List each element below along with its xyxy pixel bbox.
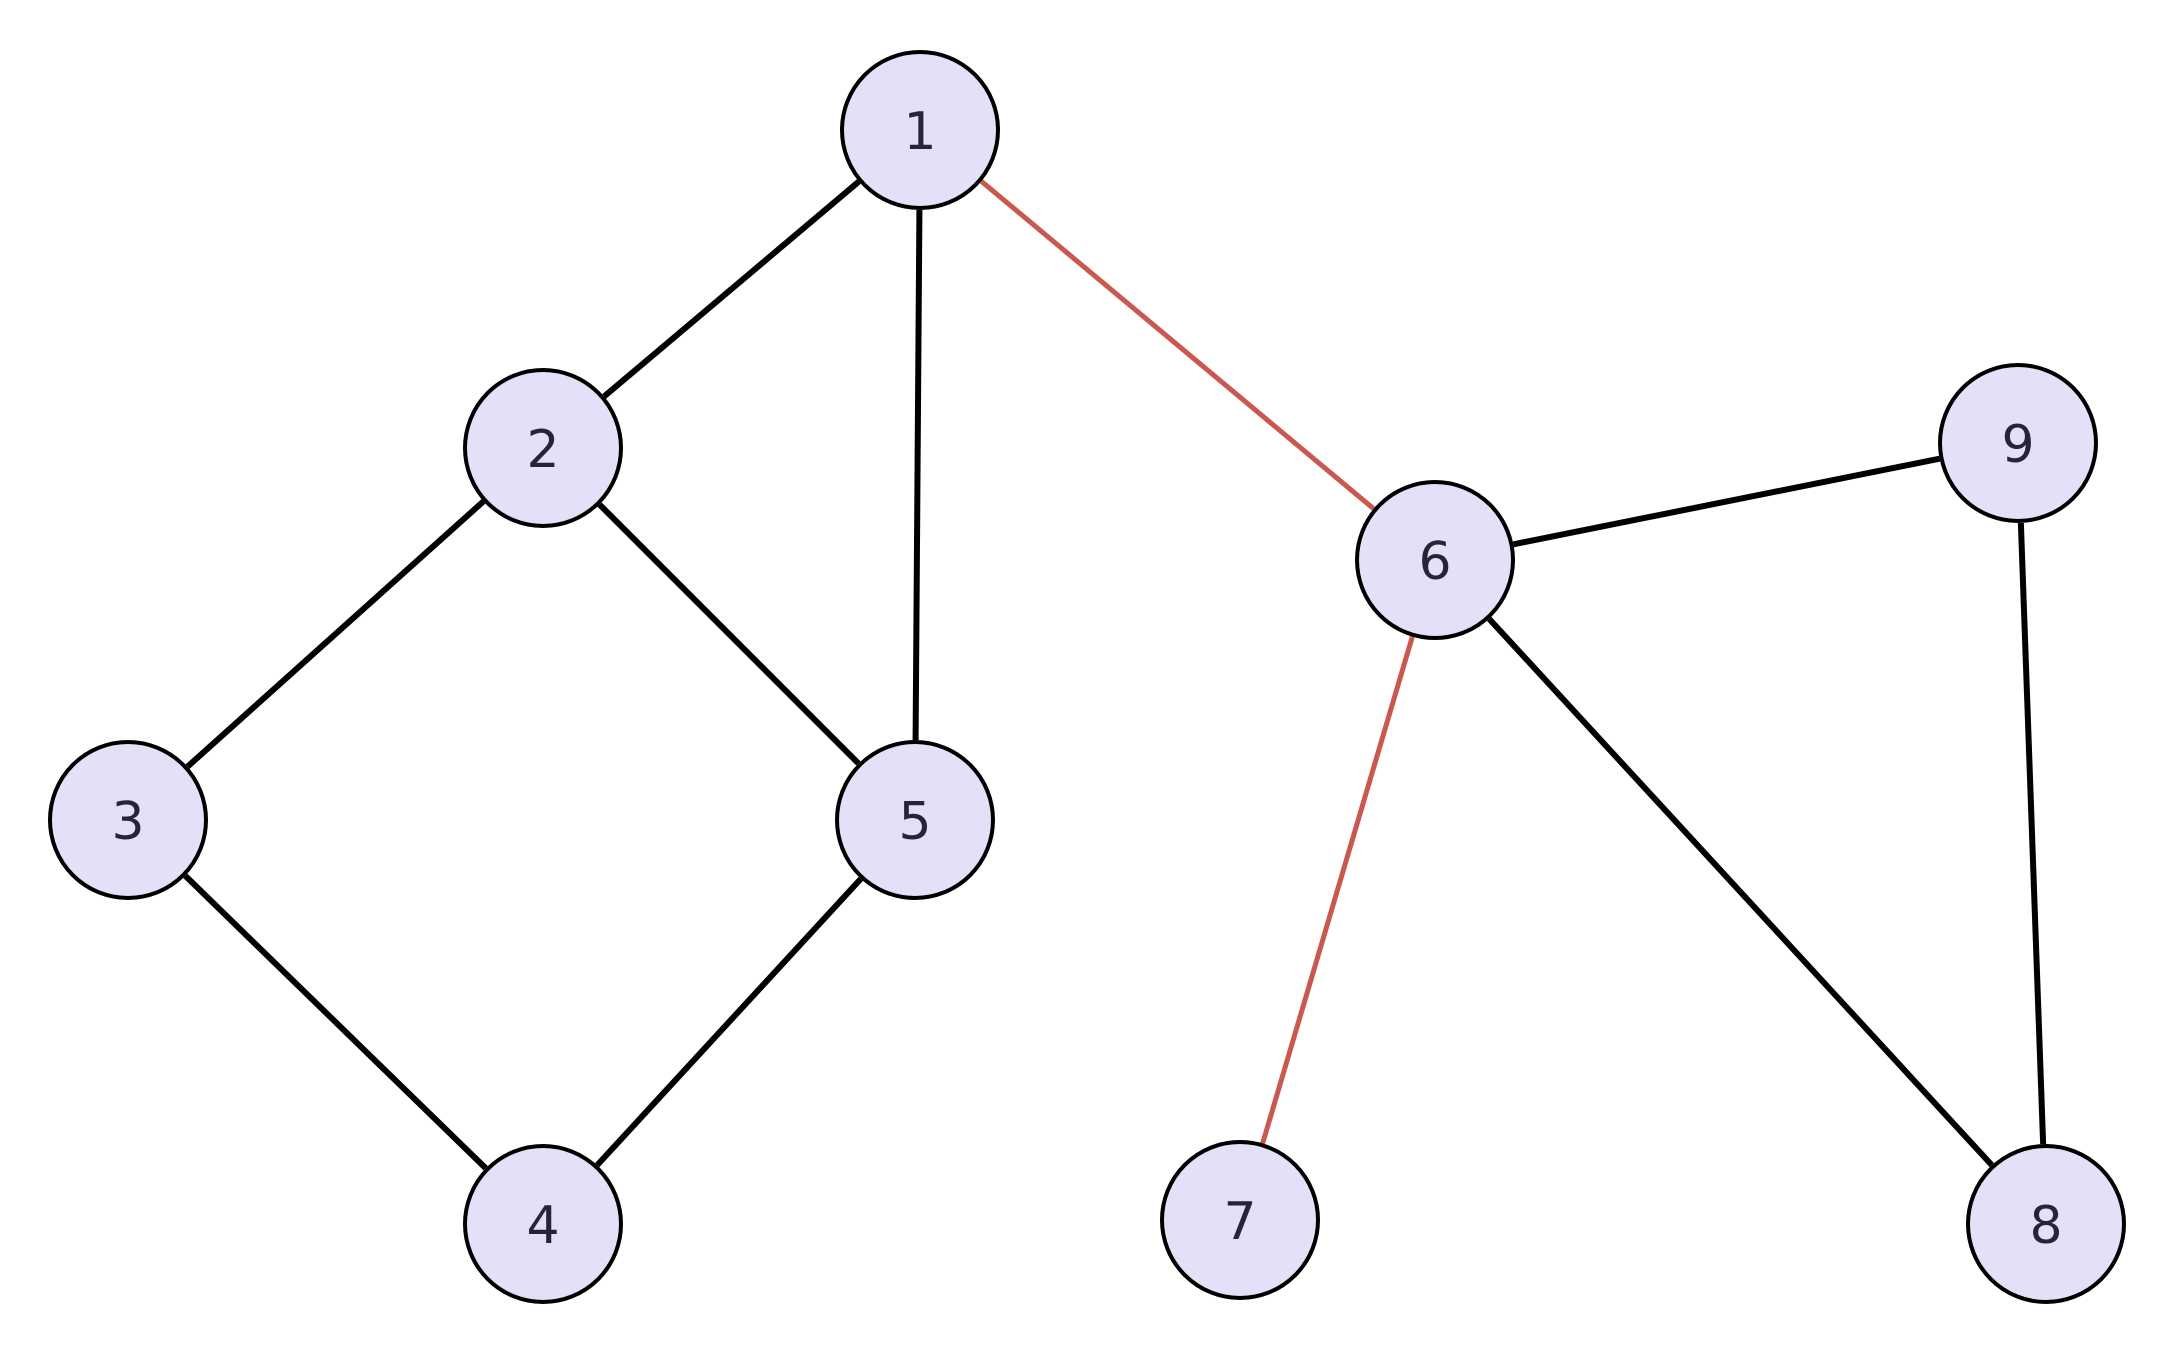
graph-node-circle-8[interactable] xyxy=(1966,1144,2126,1304)
graph-edge-1-5[interactable] xyxy=(912,209,923,741)
graph-node-circle-5[interactable] xyxy=(835,740,995,900)
graph-edge-6-9[interactable] xyxy=(1512,455,1941,548)
graph-edge-2-3[interactable] xyxy=(185,499,486,769)
graph-node-1[interactable]: 1 xyxy=(840,50,1000,210)
edge-layer xyxy=(183,179,2047,1171)
graph-node-label-7: 7 xyxy=(1223,1192,1256,1252)
graph-node-circle-6[interactable] xyxy=(1355,480,1515,640)
graph-node-circle-3[interactable] xyxy=(48,740,208,900)
node-layer: 1 2 3 4 5 6 7 8 9 xyxy=(48,50,2126,1304)
graph-node-circle-7[interactable] xyxy=(1160,1140,1320,1300)
graph-node-label-5: 5 xyxy=(898,792,931,852)
graph-node-circle-2[interactable] xyxy=(463,368,623,528)
graph-node-label-6: 6 xyxy=(1418,532,1451,592)
graph-edge-4-5[interactable] xyxy=(594,876,864,1168)
graph-node-6[interactable]: 6 xyxy=(1355,480,1515,640)
graph-node-circle-4[interactable] xyxy=(463,1144,623,1304)
graph-node-2[interactable]: 2 xyxy=(463,368,623,528)
graph-edge-6-8[interactable] xyxy=(1486,616,1995,1168)
graph-node-8[interactable]: 8 xyxy=(1966,1144,2126,1304)
graph-node-circle-9[interactable] xyxy=(1938,363,2098,523)
graph-edge-1-2[interactable] xyxy=(602,179,861,399)
graph-node-5[interactable]: 5 xyxy=(835,740,995,900)
graph-edge-1-6[interactable] xyxy=(979,179,1376,511)
graph-edge-6-7[interactable] xyxy=(1260,636,1415,1144)
graph-node-9[interactable]: 9 xyxy=(1938,363,2098,523)
graph-node-label-3: 3 xyxy=(111,792,144,852)
graph-node-label-1: 1 xyxy=(903,102,936,162)
graph-edge-2-5[interactable] xyxy=(597,502,861,766)
graph-node-label-4: 4 xyxy=(526,1196,559,1256)
graph-edge-9-8[interactable] xyxy=(2017,522,2047,1145)
graph-node-7[interactable]: 7 xyxy=(1160,1140,1320,1300)
graph-node-label-2: 2 xyxy=(526,420,559,480)
graph-node-3[interactable]: 3 xyxy=(48,740,208,900)
graph-node-circle-1[interactable] xyxy=(840,50,1000,210)
graph-node-label-8: 8 xyxy=(2029,1196,2062,1256)
graph-node-label-9: 9 xyxy=(2001,415,2034,475)
graph-node-4[interactable]: 4 xyxy=(463,1144,623,1304)
graph-edge-3-4[interactable] xyxy=(183,873,488,1171)
